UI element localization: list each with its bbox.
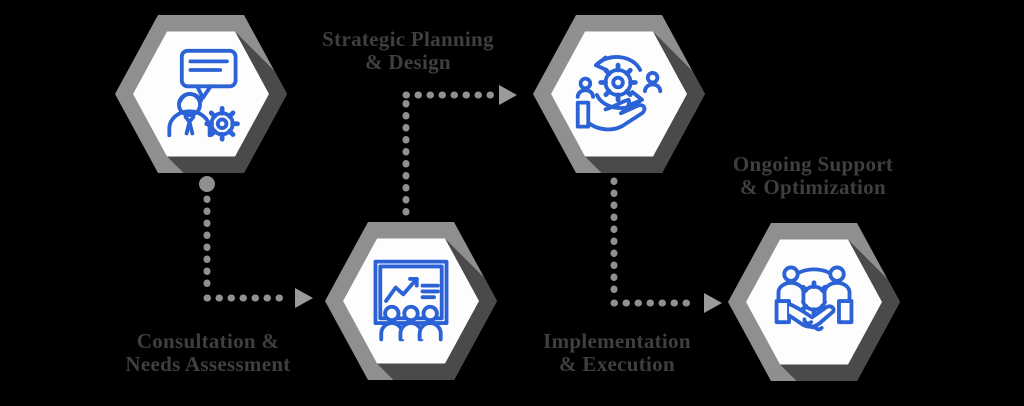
label-line: & Optimization [740,175,886,199]
hexagon-implementation [531,13,707,175]
hexagon-strategic-planning [323,220,499,382]
label-line: Consultation & [136,329,280,353]
presentation-icon [373,259,449,342]
step-label-consultation: Consultation & Needs Assessment [58,330,358,376]
hexagon-ongoing-support [726,221,902,383]
step-label-implementation: Implementation & Execution [487,330,747,376]
label-line: Implementation [543,329,691,353]
label-line: Strategic Planning [322,27,494,51]
label-line: Ongoing Support [732,152,894,176]
consultation-icon [167,48,240,142]
step-label-strategic-planning: Strategic Planning & Design [268,28,548,74]
label-line: & Design [365,50,451,74]
label-line: Needs Assessment [125,352,291,376]
arrowhead-icon [499,85,517,105]
agile-hand-icon [575,55,663,132]
hexagon-consultation [113,13,289,175]
step-label-ongoing-support: Ongoing Support & Optimization [683,153,943,199]
arrowhead-icon [704,293,722,313]
handshake-icon [774,265,854,332]
label-line: & Execution [559,352,675,376]
connector-start-dot [199,176,215,192]
arrowhead-icon [295,288,313,308]
